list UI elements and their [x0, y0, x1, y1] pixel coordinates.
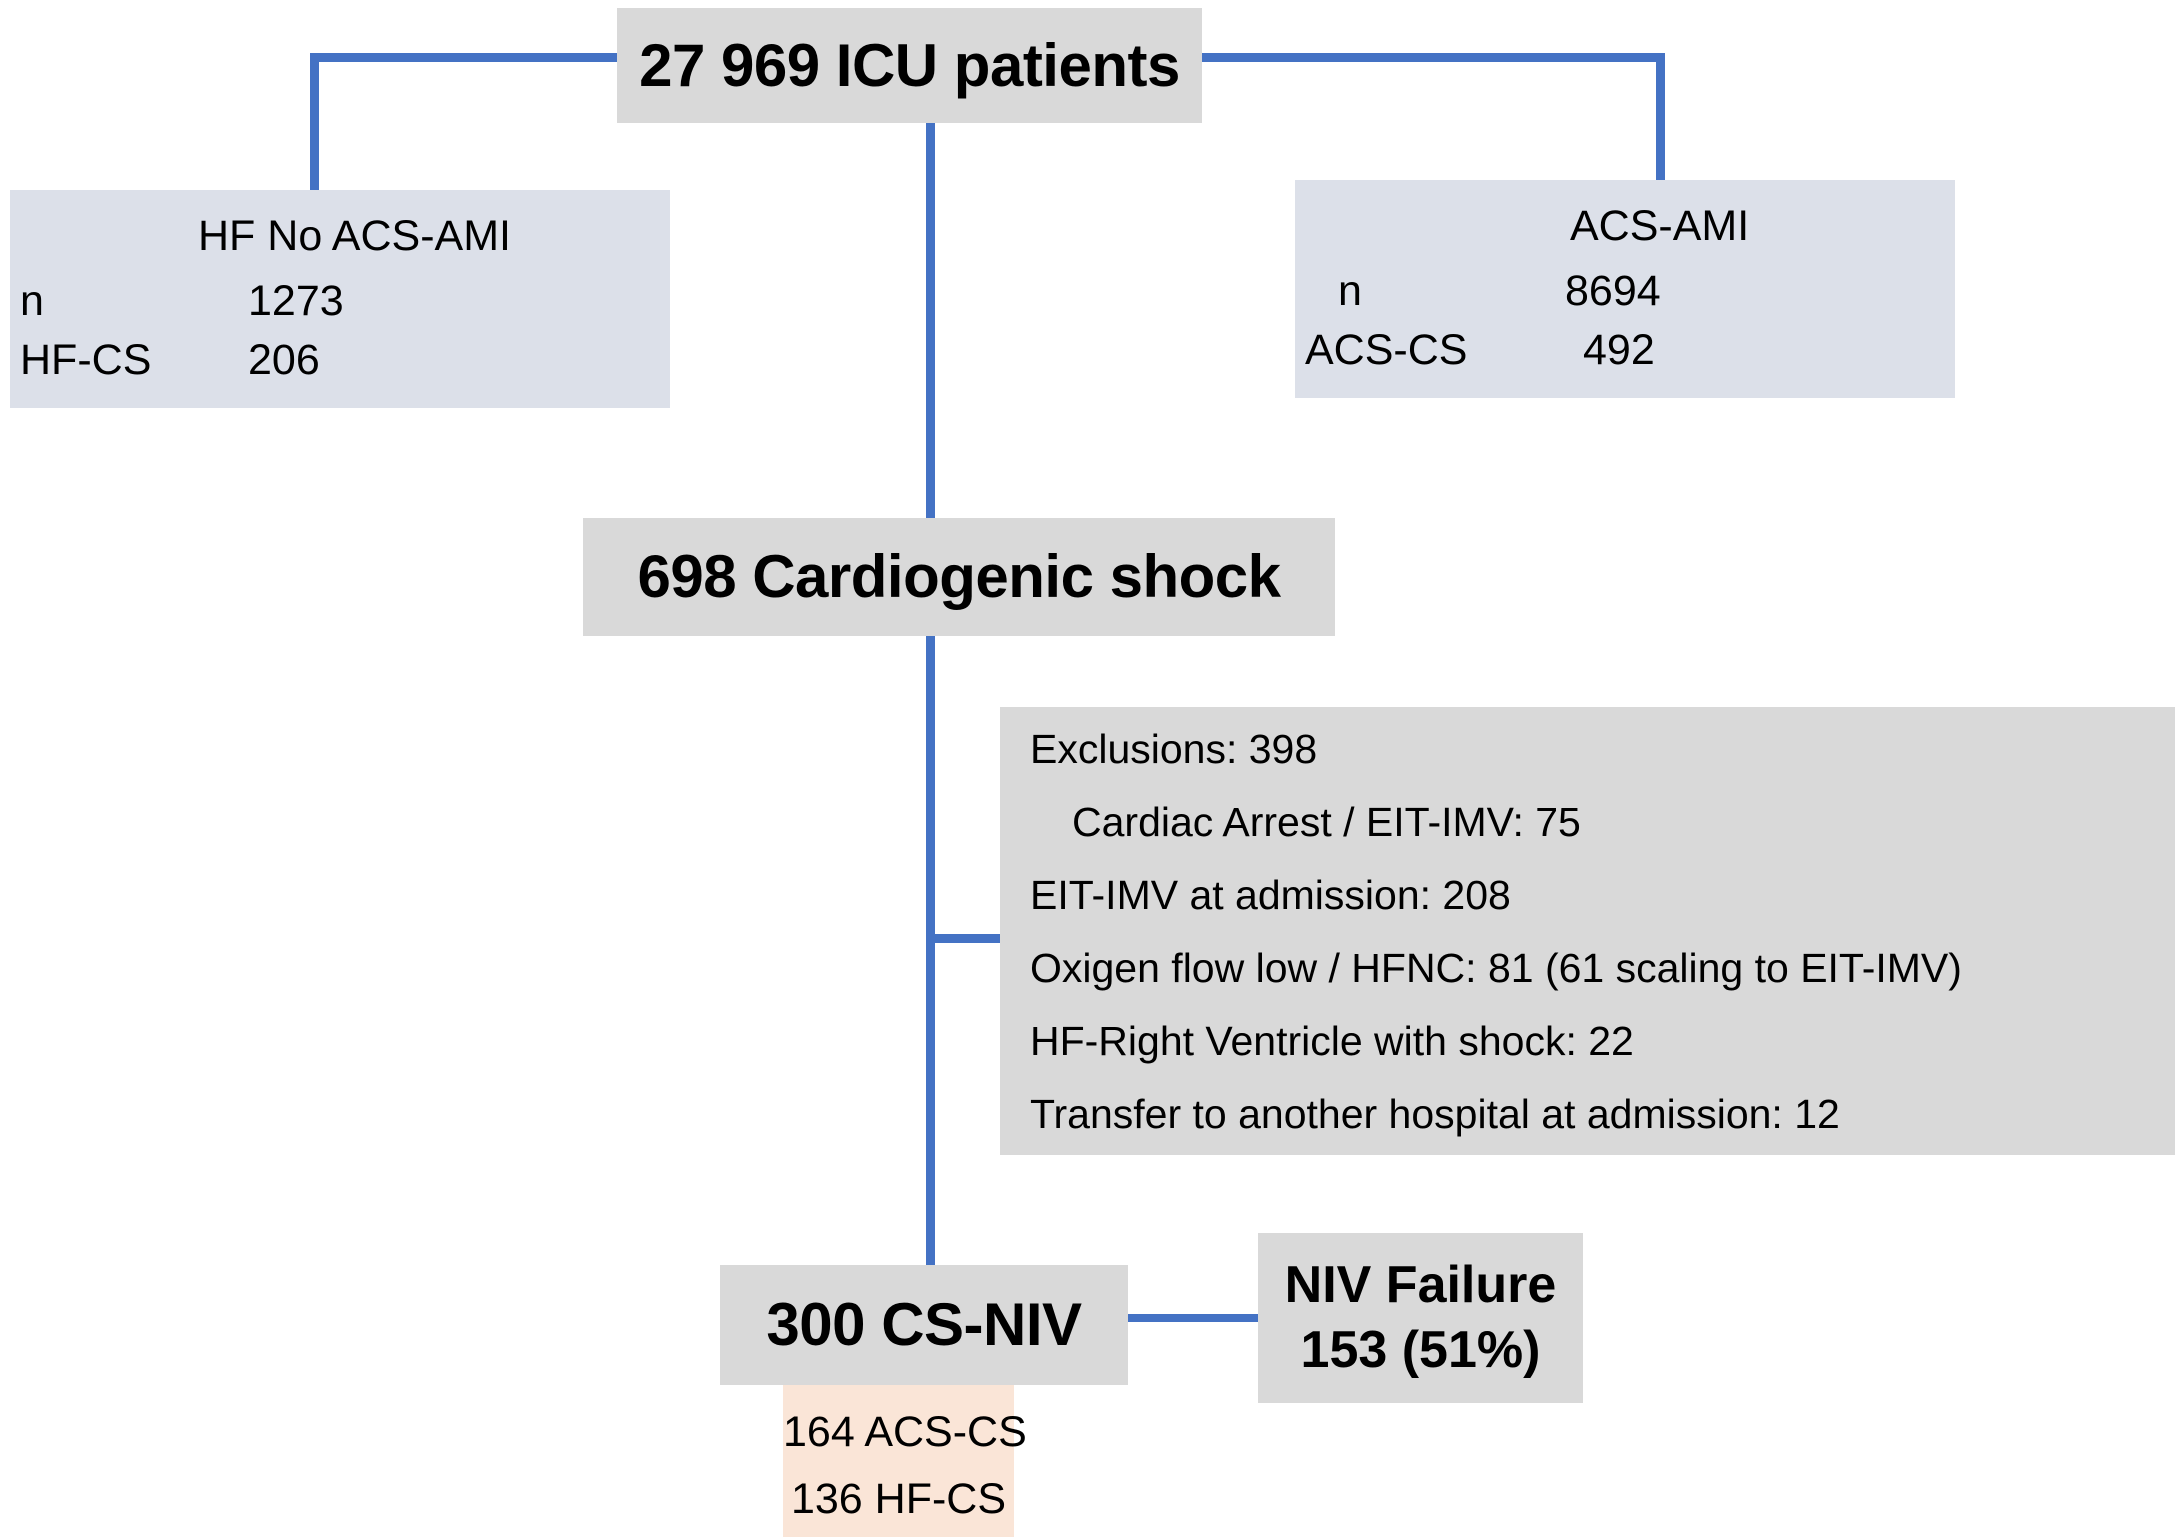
- acs-ami-box: ACS-AMI n 8694 ACS-CS 492: [1295, 180, 1955, 398]
- connector-title-to-right-vertical: [1656, 53, 1665, 183]
- hf-no-acs-ami-heading: HF No ACS-AMI: [198, 212, 511, 260]
- acs-ami-heading: ACS-AMI: [1570, 202, 1750, 250]
- hf-no-acs-ami-row-hfcs-label: HF-CS: [20, 336, 152, 384]
- hf-no-acs-ami-row-n-value: 1273: [248, 277, 344, 325]
- cardiogenic-shock-box: 698 Cardiogenic shock: [583, 518, 1335, 636]
- cardiogenic-shock-label: 698 Cardiogenic shock: [637, 543, 1281, 610]
- icu-patients-label: 27 969 ICU patients: [639, 31, 1180, 99]
- hf-no-acs-ami-row-hfcs-value: 206: [248, 336, 320, 384]
- acs-ami-row-n-label: n: [1338, 267, 1362, 315]
- niv-failure-title: NIV Failure: [1284, 1256, 1557, 1314]
- cs-niv-breakdown-hf-cs: 136 HF-CS: [790, 1474, 1007, 1523]
- hf-no-acs-ami-box: HF No ACS-AMI n 1273 HF-CS 206: [10, 190, 670, 408]
- icu-patients-box: 27 969 ICU patients: [617, 8, 1202, 123]
- exclusion-item-transfer-hospital: Transfer to another hospital at admissio…: [1030, 1091, 1840, 1137]
- connector-title-to-left-horizontal: [310, 53, 620, 62]
- exclusion-item-hf-right-ventricle: HF-Right Ventricle with shock: 22: [1030, 1018, 1634, 1064]
- connector-spine-to-exclusions: [926, 934, 1002, 943]
- exclusion-item-eit-imv-admission: EIT-IMV at admission: 208: [1030, 872, 1511, 918]
- connector-title-to-cs-vertical: [926, 120, 935, 520]
- connector-cs-to-csniv-vertical: [926, 634, 935, 1268]
- exclusion-item-cardiac-arrest: Cardiac Arrest / EIT-IMV: 75: [1072, 799, 1581, 845]
- acs-ami-row-n-value: 8694: [1565, 267, 1661, 315]
- cs-niv-box: 300 CS-NIV: [720, 1265, 1128, 1385]
- exclusion-item-oxigen-flow-hfnc: Oxigen flow low / HFNC: 81 (61 scaling t…: [1030, 945, 1962, 991]
- cs-niv-label: 300 CS-NIV: [766, 1291, 1082, 1358]
- connector-csniv-to-nivfailure: [1126, 1314, 1260, 1322]
- connector-title-to-right-horizontal: [1199, 53, 1665, 62]
- niv-failure-value: 153 (51%): [1300, 1321, 1541, 1379]
- hf-no-acs-ami-row-n-label: n: [20, 277, 44, 325]
- acs-ami-row-acscs-label: ACS-CS: [1305, 326, 1468, 374]
- acs-ami-row-acscs-value: 492: [1583, 326, 1655, 374]
- exclusions-box: Exclusions: 398 Cardiac Arrest / EIT-IMV…: [1000, 707, 2175, 1155]
- niv-failure-box: NIV Failure 153 (51%): [1258, 1233, 1583, 1403]
- exclusions-header: Exclusions: 398: [1030, 726, 1318, 772]
- cs-niv-breakdown-box: 164 ACS-CS 136 HF-CS: [783, 1385, 1027, 1537]
- connector-title-to-left-vertical: [310, 53, 319, 193]
- cs-niv-breakdown-acs-cs: 164 ACS-CS: [783, 1408, 1027, 1456]
